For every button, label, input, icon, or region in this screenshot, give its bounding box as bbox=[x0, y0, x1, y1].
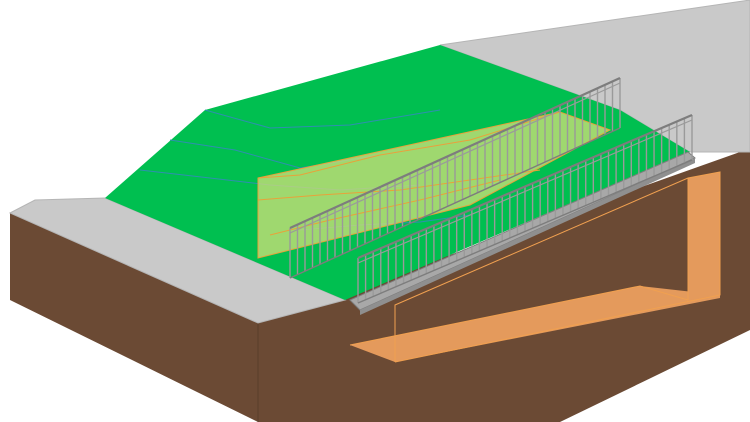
bridge-deck-edge bbox=[360, 158, 695, 315]
trench-outline-top bbox=[394, 171, 721, 363]
cut-section-inner-line bbox=[257, 169, 541, 201]
railing-far bbox=[289, 76, 621, 279]
contour-line-1 bbox=[204, 109, 441, 129]
trench-floor-main bbox=[350, 286, 720, 362]
trench-outline-inner bbox=[349, 285, 689, 346]
soil-front-face bbox=[10, 213, 258, 422]
cut-section-lower-line bbox=[269, 179, 501, 236]
railing-far-top-rail bbox=[289, 76, 621, 230]
trench-floor bbox=[350, 175, 720, 362]
railing-far-mid-rail bbox=[289, 82, 621, 234]
trench-back-wall bbox=[688, 172, 720, 300]
railing-near-mid-rail bbox=[357, 119, 693, 264]
railing-near bbox=[357, 113, 693, 304]
railing-near-bottom-rail bbox=[357, 159, 693, 304]
cut-section-ridge bbox=[257, 111, 561, 179]
railing-near-top-rail bbox=[357, 113, 693, 260]
railing-far-bottom-rail bbox=[289, 127, 621, 279]
